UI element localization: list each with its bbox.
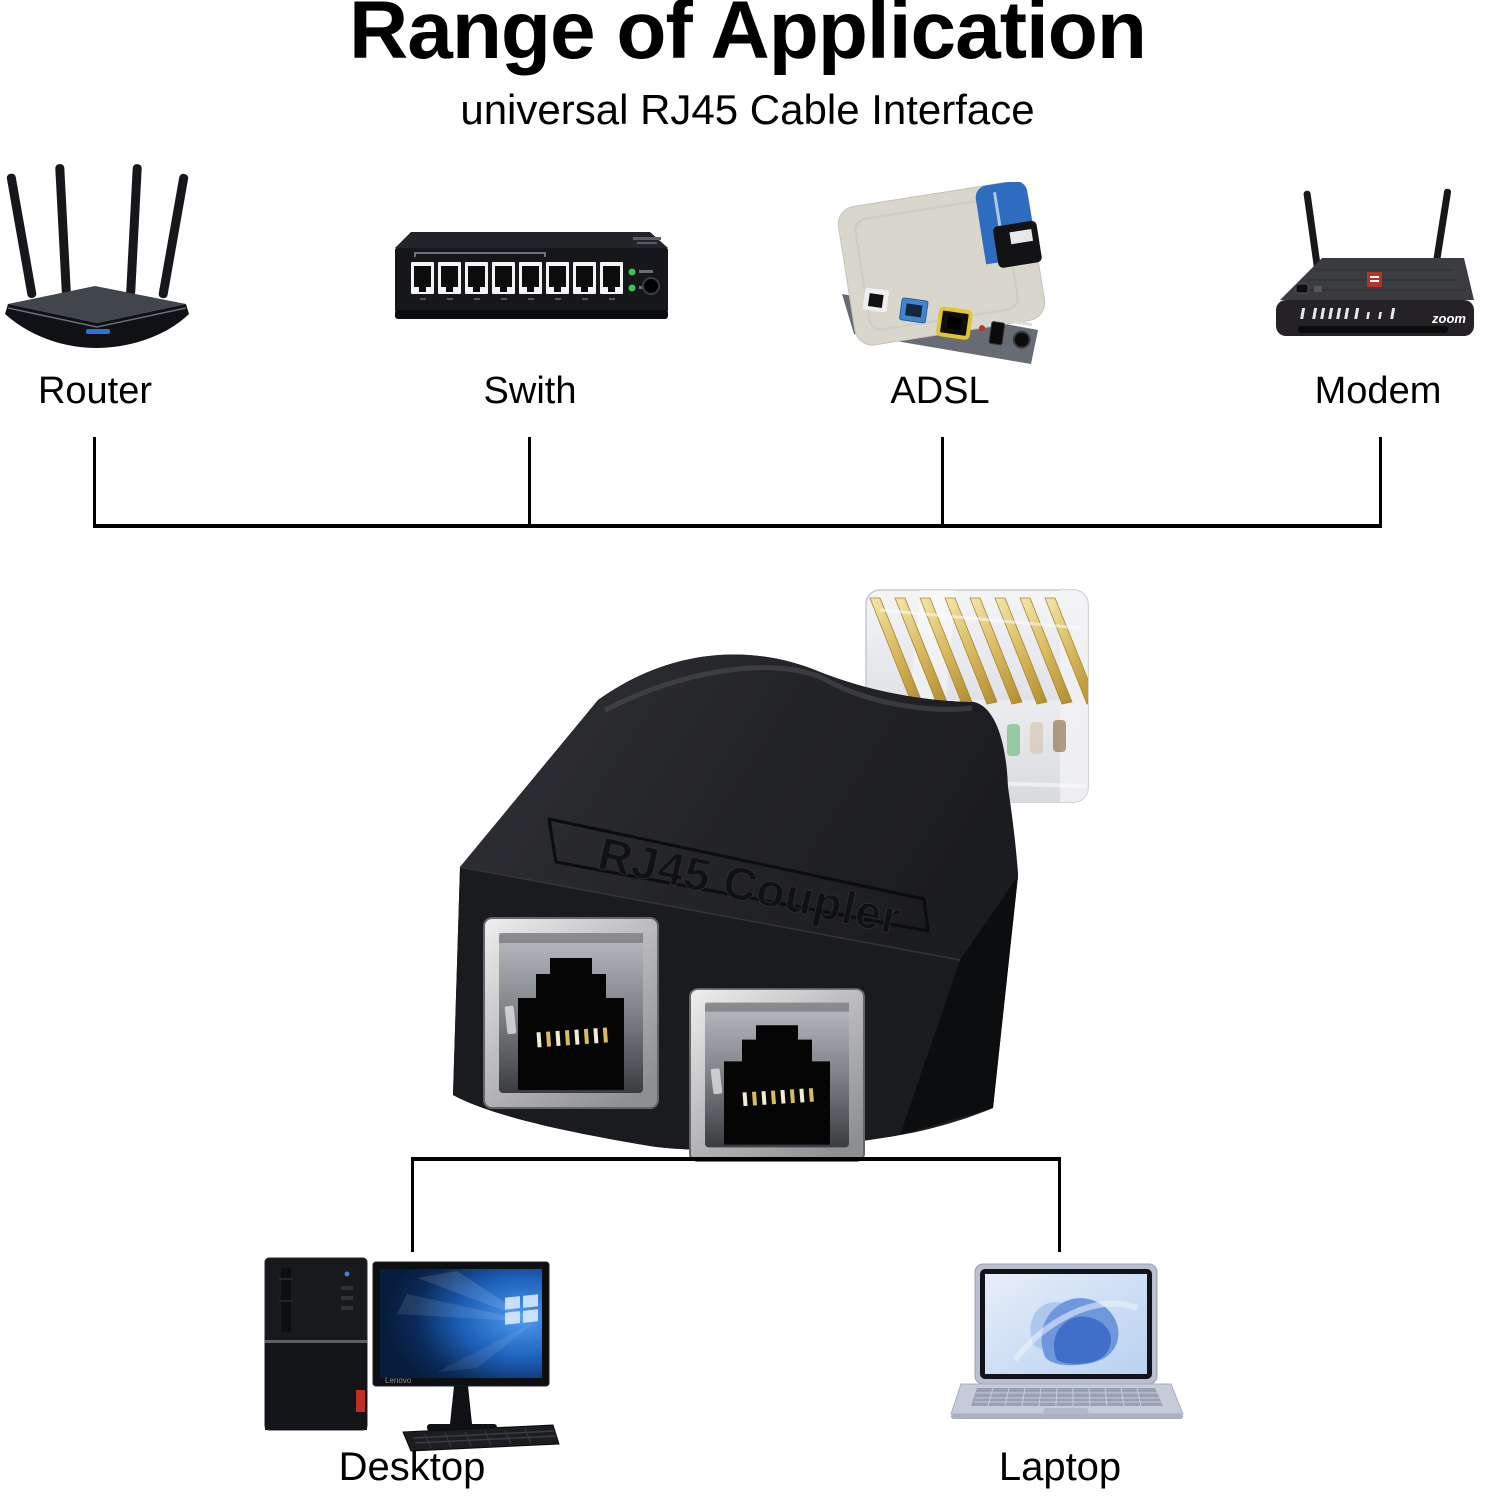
modem-label: Modem: [1314, 370, 1442, 412]
adsl-power-switch: [988, 321, 1006, 346]
desktop-tower-badge: [356, 1390, 365, 1412]
router-edge-trim: [7, 307, 187, 328]
connector-modem-drop: [1379, 437, 1382, 528]
switch-base: [395, 310, 668, 319]
laptop-keyboard: [971, 1388, 1163, 1406]
modem-brand-text: zoom: [1431, 311, 1466, 326]
page-subtitle: universal RJ45 Cable Interface: [460, 86, 1035, 133]
laptop-base: [950, 1383, 1184, 1419]
connector-top-bus-line: [93, 524, 1382, 528]
connector-router-drop: [93, 437, 96, 528]
desktop-label: Desktop: [338, 1445, 486, 1489]
switch-ports: [411, 262, 623, 300]
laptop-trackpad: [1043, 1408, 1089, 1413]
rj45-port-right: [689, 988, 865, 1162]
windows-logo: [505, 1294, 538, 1325]
laptop-label: Laptop: [998, 1445, 1122, 1489]
switch-label: Swith: [483, 370, 577, 412]
switch-brand-marking: [633, 237, 661, 244]
modem-antennas: [1303, 188, 1452, 269]
modem-base-slot: [1298, 326, 1448, 333]
desktop-illustration: Lenovo: [264, 1257, 560, 1452]
router-led-blue: [86, 329, 110, 334]
router-top-face: [8, 286, 186, 323]
switch-illustration: [395, 232, 668, 319]
adsl-illustration: [837, 182, 1046, 364]
router-antennas: [6, 164, 189, 299]
desktop-keyboard: [402, 1424, 560, 1452]
connector-laptop-drop: [1058, 1157, 1061, 1252]
monitor-brand-text: Lenovo: [385, 1376, 412, 1385]
modem-button: [1295, 283, 1309, 294]
modem-led-ticks: [1300, 308, 1396, 319]
page-title: Range of Application: [349, 0, 1147, 76]
rj45-coupler-illustration: RJ45 Coupler: [453, 589, 1089, 1162]
laptop-lid: [974, 1263, 1158, 1385]
switch-port-group-marking: [414, 252, 546, 257]
coupler-saddle-highlight: [603, 665, 973, 713]
switch-dc-jack: [642, 277, 660, 295]
desktop-monitor-stand: [450, 1386, 472, 1424]
coupler-top-face: [460, 654, 1018, 960]
plug-gold-pins: [869, 597, 1088, 705]
coupler-right-face: [900, 876, 1018, 1135]
switch-top-face: [395, 232, 668, 248]
connector-adsl-drop: [941, 437, 944, 528]
router-front-face: [5, 304, 189, 348]
rj45-port-left: [483, 917, 659, 1109]
desktop-monitor: Lenovo: [372, 1261, 550, 1431]
connector-desktop-drop: [411, 1157, 414, 1252]
coupler-label-groove: [547, 817, 930, 933]
laptop-wallpaper-bloom: [1012, 1298, 1139, 1366]
laptop-illustration: [950, 1263, 1184, 1419]
router-illustration: [5, 164, 189, 348]
adsl-power-jack: [1012, 330, 1031, 349]
modem-illustration: zoom: [1276, 188, 1474, 336]
connector-switch-drop: [528, 437, 531, 528]
desktop-tower: [264, 1257, 368, 1431]
adsl-label: ADSL: [890, 370, 990, 412]
router-label: Router: [37, 370, 153, 412]
modem-logo-red: [1367, 272, 1382, 287]
connector-bottom-bus-line: [411, 1157, 1061, 1161]
adsl-rear-ports: [862, 287, 1033, 349]
adsl-gloss-panel: [993, 220, 1042, 268]
